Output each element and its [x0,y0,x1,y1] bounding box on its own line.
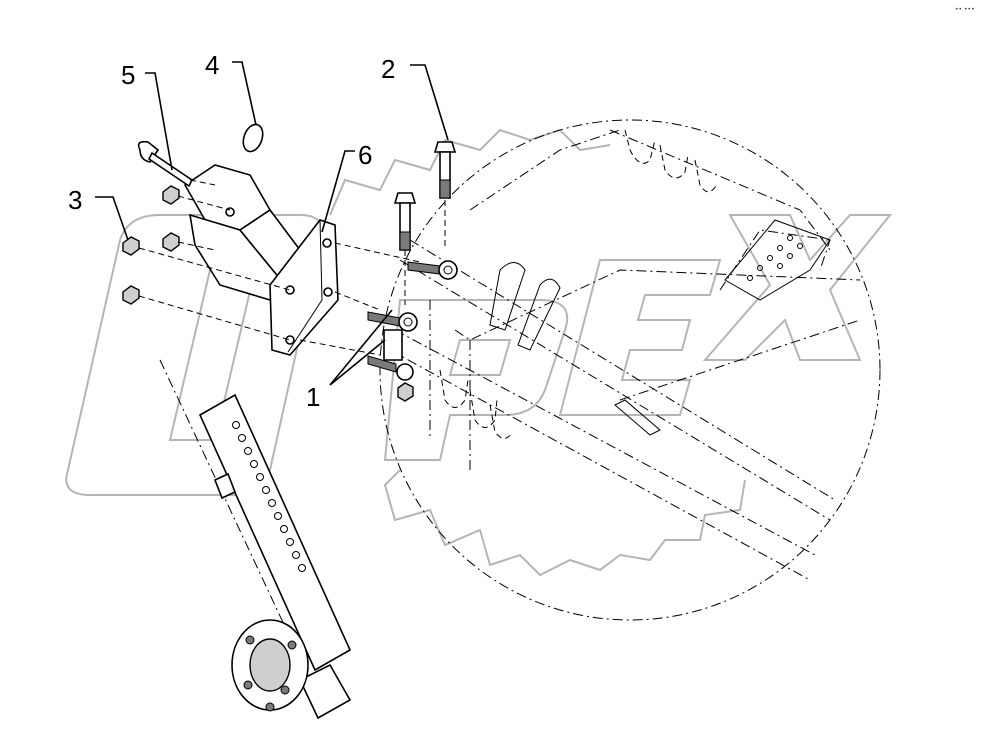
bracket-plate-hole-4 [323,287,333,297]
frame-beam-lower-2 [394,329,816,556]
frame-diag [429,300,471,470]
eyebolt-nut [397,382,414,402]
eyebolt-upper-thread [407,261,441,275]
mounting-bracket [183,164,339,356]
detail-circle [379,119,881,621]
frame-vertical [609,129,831,251]
retaining-ring [242,123,264,153]
leader-lines [95,61,449,386]
eyebolt-lower-thread [367,355,397,373]
nut-1 [162,185,180,205]
tine-brackets-mid [489,262,561,351]
callout-4: 4 [205,50,219,80]
bracket-plate-face [287,219,323,353]
eyebolt-upper-eye [438,260,458,280]
bracket-plate-hole-2 [322,238,332,248]
eyebolt-lower-eye [396,363,414,381]
arm-end-cap [298,663,352,720]
bracket-plate-hole-1 [285,285,295,295]
perforated-plate [724,219,831,301]
eye-bolts [367,260,458,402]
depth-wheel-arm [159,359,352,720]
wheel-hub [231,619,309,712]
leader-2 [410,64,449,141]
nut-4 [122,285,140,305]
frame-beam-upper [399,259,831,521]
pin-shaft [147,151,194,188]
eyebolt-mid-eye [398,312,418,332]
frame-beam-upper-2 [409,239,836,501]
frame-cross [454,269,861,341]
eyebolt-sleeve [383,329,403,361]
frame-assembly [379,119,881,621]
assembly-lines [138,179,446,356]
leader-4 [232,61,257,126]
leader-5 [145,72,173,171]
callout-6: 6 [358,140,372,170]
frame-upright [719,229,831,291]
bolt-lower-head [393,192,417,204]
plate-holes [747,235,803,281]
leader-3 [95,196,129,241]
bolt-lower-thread [399,231,411,251]
bolt-upper-thread [439,179,451,199]
watermark-letter-x [702,214,893,361]
tine-brackets-top [624,129,717,193]
watermark [65,128,893,577]
frame-beam-lower [389,349,811,581]
arm-tube [198,393,352,672]
hex-nuts [122,185,180,305]
watermark-letter-p [383,299,569,461]
frame-cross-2 [619,319,861,401]
leader-1 [329,309,393,386]
bracket-plate-hole-3 [285,335,295,345]
watermark-gear-top [329,128,611,216]
leader-6 [321,150,355,233]
frame-beam-top [469,129,621,211]
arm-bolt-block [213,472,237,500]
watermark-gear [383,469,746,577]
bolt-upper-head [433,141,457,153]
nut-3 [162,232,180,252]
lynch-pin [137,140,194,188]
nut-2 [122,236,140,256]
watermark-letter-e [558,259,722,416]
beam-end-block [614,399,661,436]
tine-brackets-bottom [439,369,513,439]
bracket-tube-hole [225,207,235,217]
callout-2: 2 [381,54,395,84]
callout-5: 5 [121,60,135,90]
callout-1: 1 [306,382,320,412]
arm-holes [232,421,306,572]
corner-mark: •• ••• [955,6,975,13]
callout-3: 3 [68,185,82,215]
hex-bolts [393,141,457,251]
